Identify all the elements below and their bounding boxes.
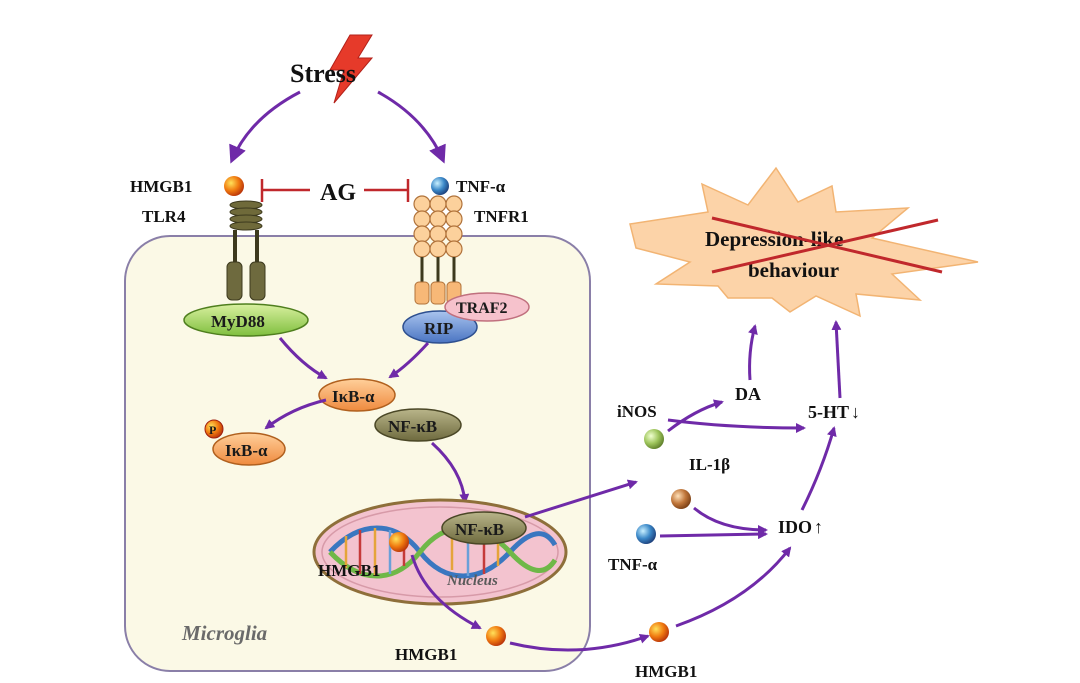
nucleus-inner (321, 506, 559, 598)
hmgb1-released-ball (486, 626, 506, 646)
lightning-icon (329, 34, 374, 104)
ikb-label: IκB-α (332, 387, 375, 406)
arrow-rip-ikb (388, 341, 430, 379)
nfkb-node (374, 408, 462, 442)
ag-label: AG (320, 180, 356, 206)
nfkb-nucleus-label: NF-κB (455, 520, 504, 539)
tnfr1-label: TNFR1 (474, 207, 529, 226)
arrow-il1b-ido (693, 506, 768, 535)
5ht-label: 5-HT↓ (808, 402, 860, 422)
inos-label: iNOS (617, 402, 657, 421)
stress-label: Stress (290, 59, 356, 88)
arrow-nfkb-nucleus (430, 441, 470, 504)
ido-up-arrow-icon: ↑ (814, 517, 823, 537)
ikb-phospho-label: IκB-α (225, 441, 268, 460)
arrow-myd88-ikb (278, 337, 328, 380)
arrow-da-behaviour (748, 324, 758, 381)
5ht-down-arrow-icon: ↓ (851, 402, 860, 422)
ikb-node (318, 378, 396, 412)
il1b-ball (671, 489, 691, 509)
tlr4-label: TLR4 (142, 207, 186, 226)
arrow-inos-da (667, 399, 724, 433)
5ht-text: 5-HT (808, 402, 849, 422)
phospho-badge (204, 419, 224, 439)
arrow-stress-hmgb1 (229, 90, 301, 164)
hmgb1-extracellular-label: HMGB1 (635, 662, 697, 681)
arrow-ido-5ht (800, 426, 837, 511)
da-label: DA (735, 384, 761, 404)
hmgb1-extracellular-ball (649, 622, 669, 642)
arrow-inos-5ht (667, 418, 806, 433)
hmgb1-ligand-label: HMGB1 (130, 177, 192, 196)
rip-label: RIP (424, 319, 453, 338)
nfkb-nucleus-node (441, 511, 527, 545)
tnfa-ligand-ball (431, 177, 449, 195)
traf2-label: TRAF2 (456, 300, 508, 317)
hmgb1-nucleus-ball (389, 532, 409, 552)
tnfr1-receptor (413, 195, 463, 305)
arrow-hmgb1-extracellular (509, 633, 650, 652)
ido-text: IDO (778, 517, 812, 537)
microglia-label: Microglia (181, 621, 267, 645)
phospho-mark: P (209, 423, 216, 437)
hmgb1-released-label: HMGB1 (395, 645, 457, 664)
arrow-hmgb1-ido (675, 546, 792, 628)
tnfa-ball (636, 524, 656, 544)
depression-starburst (629, 166, 979, 318)
arrow-nfkb-mediators (524, 479, 638, 519)
hmgb1-ligand-ball (224, 176, 244, 196)
arrow-hmgb1-release (410, 554, 482, 630)
arrow-5ht-behaviour (831, 320, 842, 399)
il1b-label: IL-1β (689, 455, 730, 474)
inos-ball (644, 429, 664, 449)
nucleus-label: Nucleus (446, 573, 498, 589)
hmgb1-nucleus-label: HMGB1 (318, 561, 380, 580)
myd88-node (183, 303, 309, 337)
arrow-ikb-phospho (264, 398, 327, 430)
ikb-phospho-node (212, 432, 286, 466)
tlr4-receptor (226, 200, 266, 301)
nfkb-label: NF-κB (388, 417, 437, 436)
rip-node (402, 310, 478, 344)
arrow-stress-tnfa (377, 90, 446, 164)
myd88-label: MyD88 (211, 312, 265, 331)
tnfa-label: TNF-α (608, 555, 658, 574)
cross-line-2 (711, 218, 939, 274)
ido-label: IDO↑ (778, 517, 823, 537)
behaviour-line2: behaviour (748, 258, 839, 282)
arrow-tnfa-ido (659, 529, 768, 540)
tnfa-ligand-label: TNF-α (456, 177, 506, 196)
traf2-node (444, 292, 530, 322)
